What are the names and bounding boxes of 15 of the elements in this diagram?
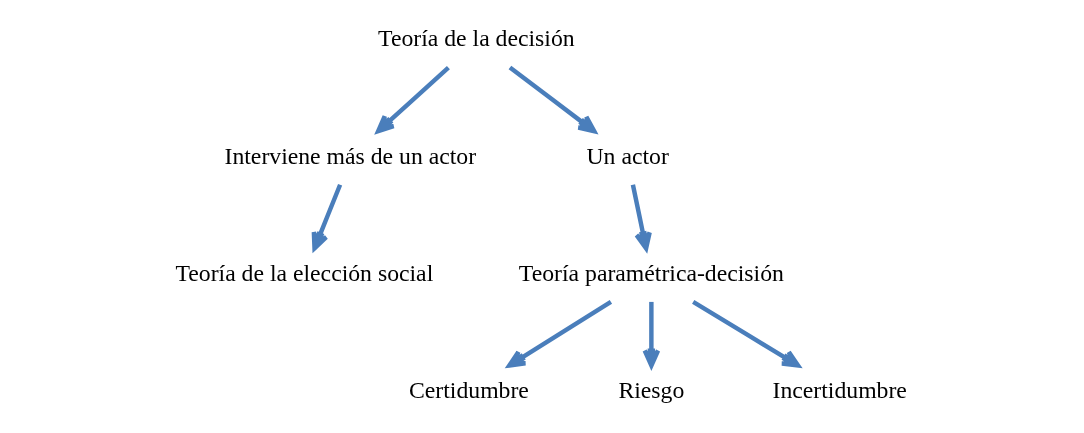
- arrow: [692, 300, 801, 368]
- node-text: Interviene más de un actor: [224, 142, 477, 169]
- node-text: Teoría de la decisión: [378, 25, 575, 52]
- node-text: Teoría de la elección social: [175, 259, 434, 286]
- node-text: Riesgo: [618, 376, 685, 403]
- arrow: [630, 184, 652, 251]
- node-text: Un actor: [586, 142, 669, 169]
- arrow: [507, 300, 613, 368]
- node-text: Certidumbre: [409, 376, 529, 403]
- arrow: [642, 301, 661, 368]
- arrow: [508, 65, 597, 134]
- node-text: Teoría paramétrica-decisión: [518, 259, 784, 286]
- node-text: Incertidumbre: [772, 376, 907, 403]
- arrow: [311, 183, 343, 251]
- arrow: [376, 65, 450, 134]
